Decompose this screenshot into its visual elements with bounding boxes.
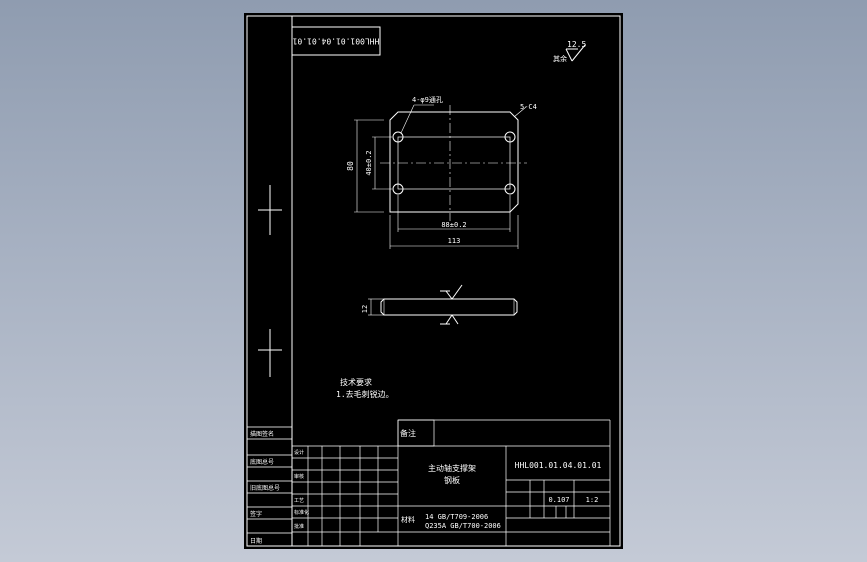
scale-value: 1:2 <box>586 496 599 504</box>
drawing-canvas: HHL001.01.04.01.01 12.5 其余 <box>246 15 621 547</box>
weight-value: 0.107 <box>548 496 569 504</box>
roughness-symbol <box>565 44 586 62</box>
dim-overall-height: 80 <box>346 161 355 171</box>
row-label-review: 审核 <box>294 473 304 480</box>
dimension-lines <box>354 104 527 249</box>
rotated-drawing-number: HHL001.01.04.01.01 <box>292 37 379 46</box>
plate-side-view <box>368 284 518 325</box>
plate-top-view <box>380 105 527 221</box>
outer-border <box>246 15 621 547</box>
part-name-line2: 钢板 <box>444 475 460 485</box>
alignment-cross-top <box>258 185 282 235</box>
material-label: 材料 <box>401 515 415 524</box>
roughness-value: 12.5 <box>567 40 586 49</box>
title-drawing-number: HHL001.01.04.01.01 <box>515 461 602 470</box>
part-name-line1: 主动轴支撑架 <box>428 463 476 473</box>
margin-label-boxes <box>246 426 293 547</box>
material-line2: Q235A GB/T700-2006 <box>425 522 501 530</box>
remark-label: 备注 <box>400 428 416 438</box>
row-label-process: 工艺 <box>294 498 304 504</box>
row-label-approve: 批准 <box>294 523 304 530</box>
margin-label-5: 日期 <box>250 537 262 545</box>
margin-label-4: 签字 <box>250 510 262 518</box>
margin-label-2: 底图总号 <box>250 458 274 466</box>
drawing-sheet: HHL001.01.04.01.01 12.5 其余 <box>244 13 623 549</box>
row-label-standard: 标准化 <box>294 509 309 516</box>
rotated-number-box <box>291 26 381 56</box>
tech-req-title: 技术要求 <box>340 377 372 387</box>
alignment-cross-bottom <box>258 329 282 377</box>
dim-hole-spacing-vertical: 40±0.2 <box>365 150 373 175</box>
chamfer-note: 5-C4 <box>520 103 537 111</box>
material-line1: 14 GB/T709-2006 <box>425 513 488 521</box>
roughness-prefix: 其余 <box>553 54 567 63</box>
dim-overall-width: 113 <box>448 237 461 245</box>
tech-req-item: 1.去毛刺锐边。 <box>336 389 394 399</box>
row-label-design: 设计 <box>294 449 304 456</box>
margin-label-1: 描图签名 <box>250 430 274 438</box>
title-block-grid <box>292 419 611 546</box>
hole-note: 4-φ9通孔 <box>412 95 443 104</box>
dim-thickness: 12 <box>361 305 369 313</box>
dim-hole-spacing-horizontal: 88±0.2 <box>441 221 466 229</box>
margin-label-3: 旧底图总号 <box>250 484 280 492</box>
